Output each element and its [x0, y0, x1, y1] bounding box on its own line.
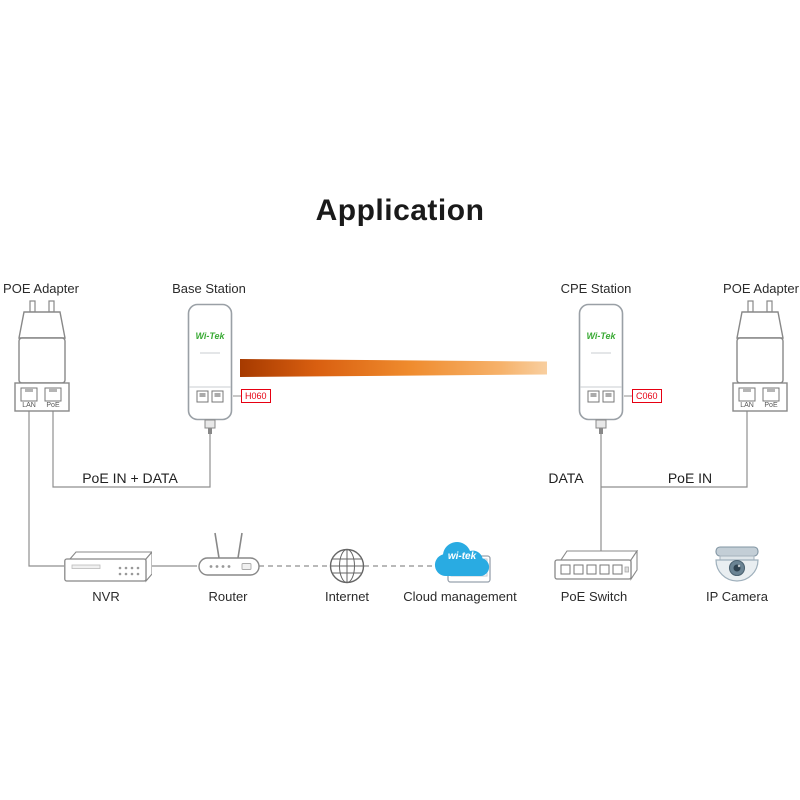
poe-adapter-right-label: POE Adapter — [723, 281, 799, 296]
poe-adapter-right-port-lan-label: LAN — [740, 402, 754, 409]
poe-adapter-right-port-poe-label: PoE — [764, 402, 778, 409]
poe-adapter-left-port-lan-label: LAN — [22, 402, 36, 409]
router-label: Router — [208, 589, 248, 604]
cpe-station-icon — [578, 303, 624, 434]
wireless-signal-beam — [240, 359, 547, 377]
poe-in-label: PoE IN — [667, 470, 713, 486]
poe-adapter-left-icon — [14, 300, 70, 412]
poe-adapter-left-port-poe-label: PoE — [46, 402, 60, 409]
base-station-model-badge: H060 — [241, 389, 271, 403]
poe-switch-icon — [554, 550, 639, 581]
internet-globe-icon — [329, 548, 365, 584]
ip-camera-icon — [715, 546, 759, 582]
nvr-icon — [64, 551, 152, 583]
poe-switch-label: PoE Switch — [560, 589, 628, 604]
poe-adapter-right-icon — [732, 300, 788, 412]
internet-label: Internet — [324, 589, 370, 604]
ip-camera-label: IP Camera — [706, 589, 768, 604]
cpe-station-model-badge: C060 — [632, 389, 662, 403]
cloud-management-label: Cloud management — [403, 589, 517, 604]
data-label: DATA — [548, 470, 584, 486]
cpe-station-brand-logo: Wi-Tek — [586, 331, 616, 341]
cloud-brand-logo: wi-tek — [447, 551, 477, 562]
cloud-management-icon — [434, 541, 491, 583]
router-icon — [198, 532, 260, 576]
page-title: Application — [315, 194, 485, 227]
poe-adapter-left-label: POE Adapter — [3, 281, 79, 296]
poe-in-data-label: PoE IN + DATA — [82, 470, 178, 486]
base-station-icon — [187, 303, 233, 434]
base-station-brand-logo: Wi-Tek — [195, 331, 225, 341]
nvr-label: NVR — [92, 589, 120, 604]
cpe-station-label: CPE Station — [560, 281, 632, 296]
base-station-label: Base Station — [172, 281, 246, 296]
